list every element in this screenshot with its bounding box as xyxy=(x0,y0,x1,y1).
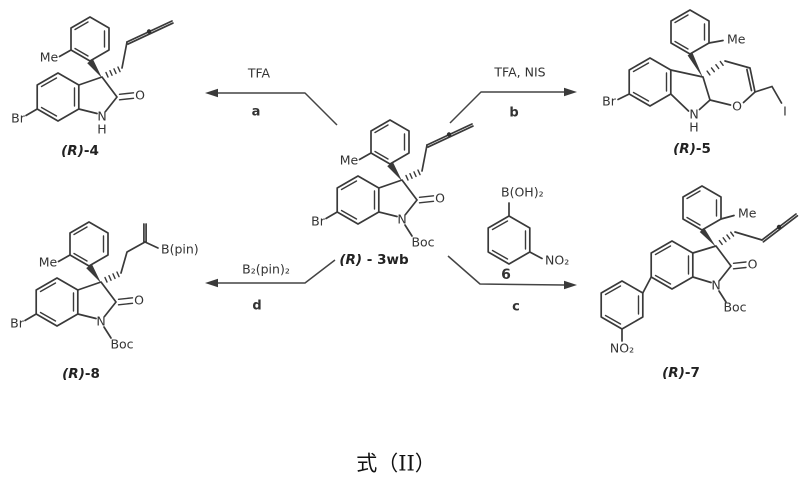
arrow-a-step: a xyxy=(252,105,261,120)
structure-6: B(OH)₂ NO₂ 6 xyxy=(487,185,569,283)
r3wb-n-boc-bond xyxy=(404,224,413,237)
r5-bromo-label: Br xyxy=(602,94,617,109)
r3wb-nitrogen-label: N xyxy=(397,212,406,227)
r5-nh-label: H xyxy=(689,120,698,135)
reaction-arrow-a: TFA a xyxy=(205,66,338,126)
r3wb-carbonyl-o-label: O xyxy=(435,191,445,206)
r3wb-boc-label: Boc xyxy=(411,235,434,250)
arrow-d-line xyxy=(218,259,336,284)
r7-carbonyl-o-label: O xyxy=(748,257,758,272)
r4-nitrogen-label: N xyxy=(97,109,106,124)
r4-nh-label: H xyxy=(97,122,106,137)
r8-chain xyxy=(120,241,146,274)
arrow-d-reagents: B₂(pin)₂ xyxy=(242,262,290,277)
r5-nitrogen-label: N xyxy=(689,107,698,122)
r7-boc-label: Boc xyxy=(723,300,746,315)
r5-compound-label: (R)-5 xyxy=(673,141,711,157)
r8-vinylidene xyxy=(143,223,147,243)
structure-r3wb: Me Br O N Boc (R) - 3wb xyxy=(311,119,474,268)
r7-compound-label: (R)-7 xyxy=(662,365,700,381)
r3wb-bromo-label: Br xyxy=(311,214,326,229)
r5-tolyl-ring xyxy=(670,9,710,55)
r7-benzene xyxy=(650,240,694,290)
r5-pyran-ring xyxy=(709,60,756,106)
r5-methyl-label: Me xyxy=(727,32,746,47)
reaction-arrow-c: c xyxy=(447,255,577,315)
structure-r4: Me Br O N H (R)-4 xyxy=(11,16,174,159)
r8-skeleton xyxy=(24,221,134,327)
r5-br-bond xyxy=(617,93,631,101)
r7-nitrogen-label: N xyxy=(711,278,720,293)
arrow-a-line xyxy=(216,92,338,126)
r7-tolyl-ring xyxy=(682,185,722,231)
r7-hash-bond xyxy=(718,231,735,246)
r4-methyl-label: Me xyxy=(40,50,59,65)
cmpd6-benzene xyxy=(487,215,531,265)
r7-chain xyxy=(734,231,763,241)
arrow-a-reagents: TFA xyxy=(247,66,271,81)
reaction-arrow-b: TFA, NIS b xyxy=(449,65,577,124)
r8-compound-label: (R)-8 xyxy=(62,366,100,382)
arrow-d-step: d xyxy=(252,299,261,314)
r7-carbonyl xyxy=(732,261,747,270)
r4-bromo-label: Br xyxy=(11,111,26,126)
r5-wedge-bond xyxy=(687,52,703,78)
r7-methyl-label: Me xyxy=(738,206,757,221)
r7-lactam-ring xyxy=(691,245,732,284)
cmpd6-nitro-label: NO₂ xyxy=(545,253,569,268)
arrow-b-head xyxy=(564,87,577,97)
r8-bromo-label: Br xyxy=(10,316,25,331)
cmpd6-boronic-acid-label: B(OH)₂ xyxy=(501,185,544,200)
arrow-b-line xyxy=(449,91,564,124)
structure-r5: Me Br O N H I (R)-5 xyxy=(602,9,787,157)
r7-biaryl-bond xyxy=(641,276,653,294)
r7-me-bond xyxy=(720,214,735,220)
r5-iodo-label: I xyxy=(783,104,787,119)
r8-boron-bond xyxy=(144,241,159,249)
arrow-c-head xyxy=(564,280,577,290)
r7-allene-dot xyxy=(776,224,782,230)
cmpd6-nitro-bond xyxy=(528,251,543,260)
r8-carbonyl-o-label: O xyxy=(134,293,144,308)
r7-wedge-bond xyxy=(699,228,716,247)
arrow-b-reagents: TFA, NIS xyxy=(493,65,545,80)
r8-nitrogen-label: N xyxy=(96,314,105,329)
cmpd6-number-label: 6 xyxy=(501,267,511,283)
r5-hash-bond xyxy=(706,60,724,76)
arrow-d-head xyxy=(205,278,218,288)
r5-me-bond xyxy=(708,39,724,44)
r7-n-boc-bond xyxy=(718,290,727,303)
r8-methyl-label: Me xyxy=(39,255,58,270)
r8-boc-label: Boc xyxy=(110,337,133,352)
r4-skeleton xyxy=(25,16,135,122)
structure-r7: Me O N Boc NO₂ (R)-7 xyxy=(600,185,799,381)
r4-allene-chain xyxy=(121,20,174,69)
r3wb-skeleton xyxy=(325,119,435,225)
r4-compound-label: (R)-4 xyxy=(61,143,99,159)
r7-nitro-label: NO₂ xyxy=(610,341,634,356)
r8-bpin-label: B(pin) xyxy=(161,242,199,257)
r3wb-compound-label: (R) - 3wb xyxy=(339,252,409,268)
r5-pyran-o-label: O xyxy=(732,99,742,114)
arrow-a-head xyxy=(205,88,218,98)
r8-n-boc-bond xyxy=(103,326,112,339)
r3wb-methyl-label: Me xyxy=(340,153,359,168)
r5-benzene xyxy=(628,57,672,107)
arrow-c-step: c xyxy=(512,300,520,315)
r7-nitrophenyl-ring xyxy=(600,280,644,330)
r3wb-allene-chain xyxy=(421,123,474,172)
r5-ch2i-chain xyxy=(754,85,783,104)
r4-carbonyl-o-label: O xyxy=(135,88,145,103)
arrow-b-step: b xyxy=(509,106,518,121)
arrow-c-line xyxy=(447,255,565,286)
reaction-arrow-d: B₂(pin)₂ d xyxy=(205,259,336,314)
structure-r8: B(pin) Me Br O N Boc (R)-8 xyxy=(10,221,199,382)
r5-pyrrolidine-ring xyxy=(669,69,711,112)
figure-caption: 式（II） xyxy=(356,452,436,476)
